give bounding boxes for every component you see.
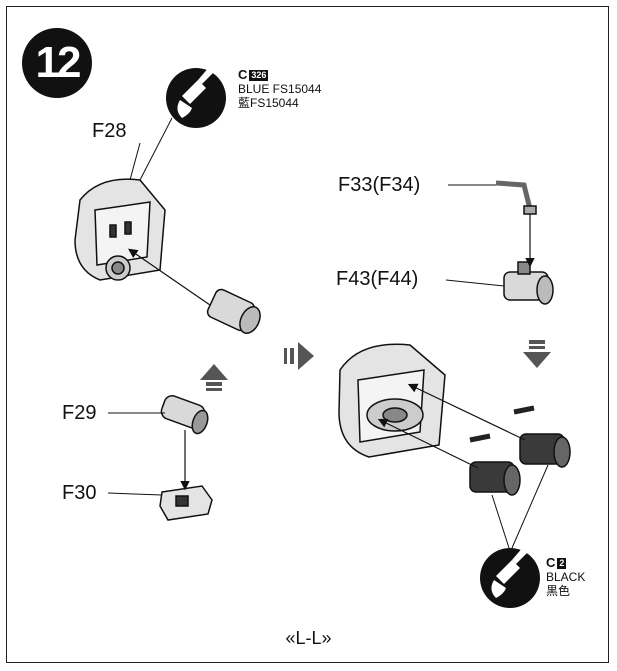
instruction-frame (6, 6, 609, 663)
part-label-f43: F43(F44) (336, 268, 419, 290)
paint-code-letter: C (546, 555, 556, 570)
paint-brush-icon (166, 66, 226, 128)
leader-lines (107, 117, 549, 549)
flow-arrow-up (200, 364, 228, 391)
assembly-arrows (128, 214, 535, 491)
part-label-f33: F33(F34) (338, 174, 421, 196)
part-cylinder (206, 288, 261, 334)
flow-arrow-right (284, 342, 314, 370)
paint-color-name: BLUE FS15044 (238, 82, 322, 96)
flow-arrow-down (523, 340, 551, 368)
part-label-f29: F29 (62, 402, 97, 424)
paint-color-name: BLACK (546, 570, 586, 584)
part-f29 (160, 395, 209, 435)
part-assembled-housing (338, 343, 446, 458)
part-label-f30: F30 (62, 482, 97, 504)
paint-code-number: 326 (249, 70, 269, 81)
part-label-f28: F28 (92, 120, 127, 142)
part-black-valve-2 (513, 405, 571, 468)
paint-code-number: 2 (557, 558, 567, 569)
part-f33-rod (495, 180, 537, 215)
paint-color-name-jp: 藍FS15044 (238, 96, 299, 110)
part-f30 (159, 485, 213, 521)
part-f43-valve (503, 261, 554, 305)
assembly-caption: «L-L» (285, 628, 332, 648)
paint-brush-icon (480, 546, 540, 608)
paint-code-letter: C (238, 67, 248, 82)
part-black-valve-1 (469, 433, 521, 496)
step-number-badge: 12 (22, 28, 92, 98)
paint-color-name-jp: 黒色 (546, 584, 571, 598)
